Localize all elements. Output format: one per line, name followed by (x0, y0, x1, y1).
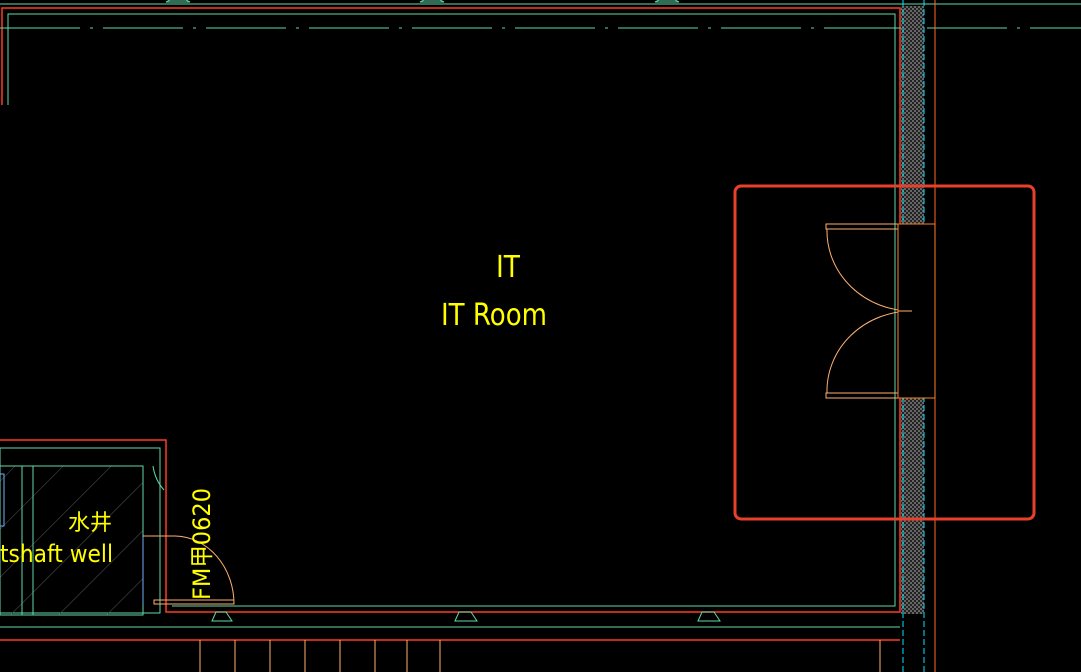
room-name: IT Room (441, 298, 547, 333)
door-tag: FM甲0620 (188, 488, 216, 600)
shaft-code: 水井 (68, 511, 112, 536)
shaft (0, 447, 235, 616)
highlight-box (733, 184, 1036, 521)
room-code: IT (496, 250, 521, 285)
double-door[interactable] (825, 223, 936, 399)
shaft-name: tshaft well (0, 540, 113, 568)
